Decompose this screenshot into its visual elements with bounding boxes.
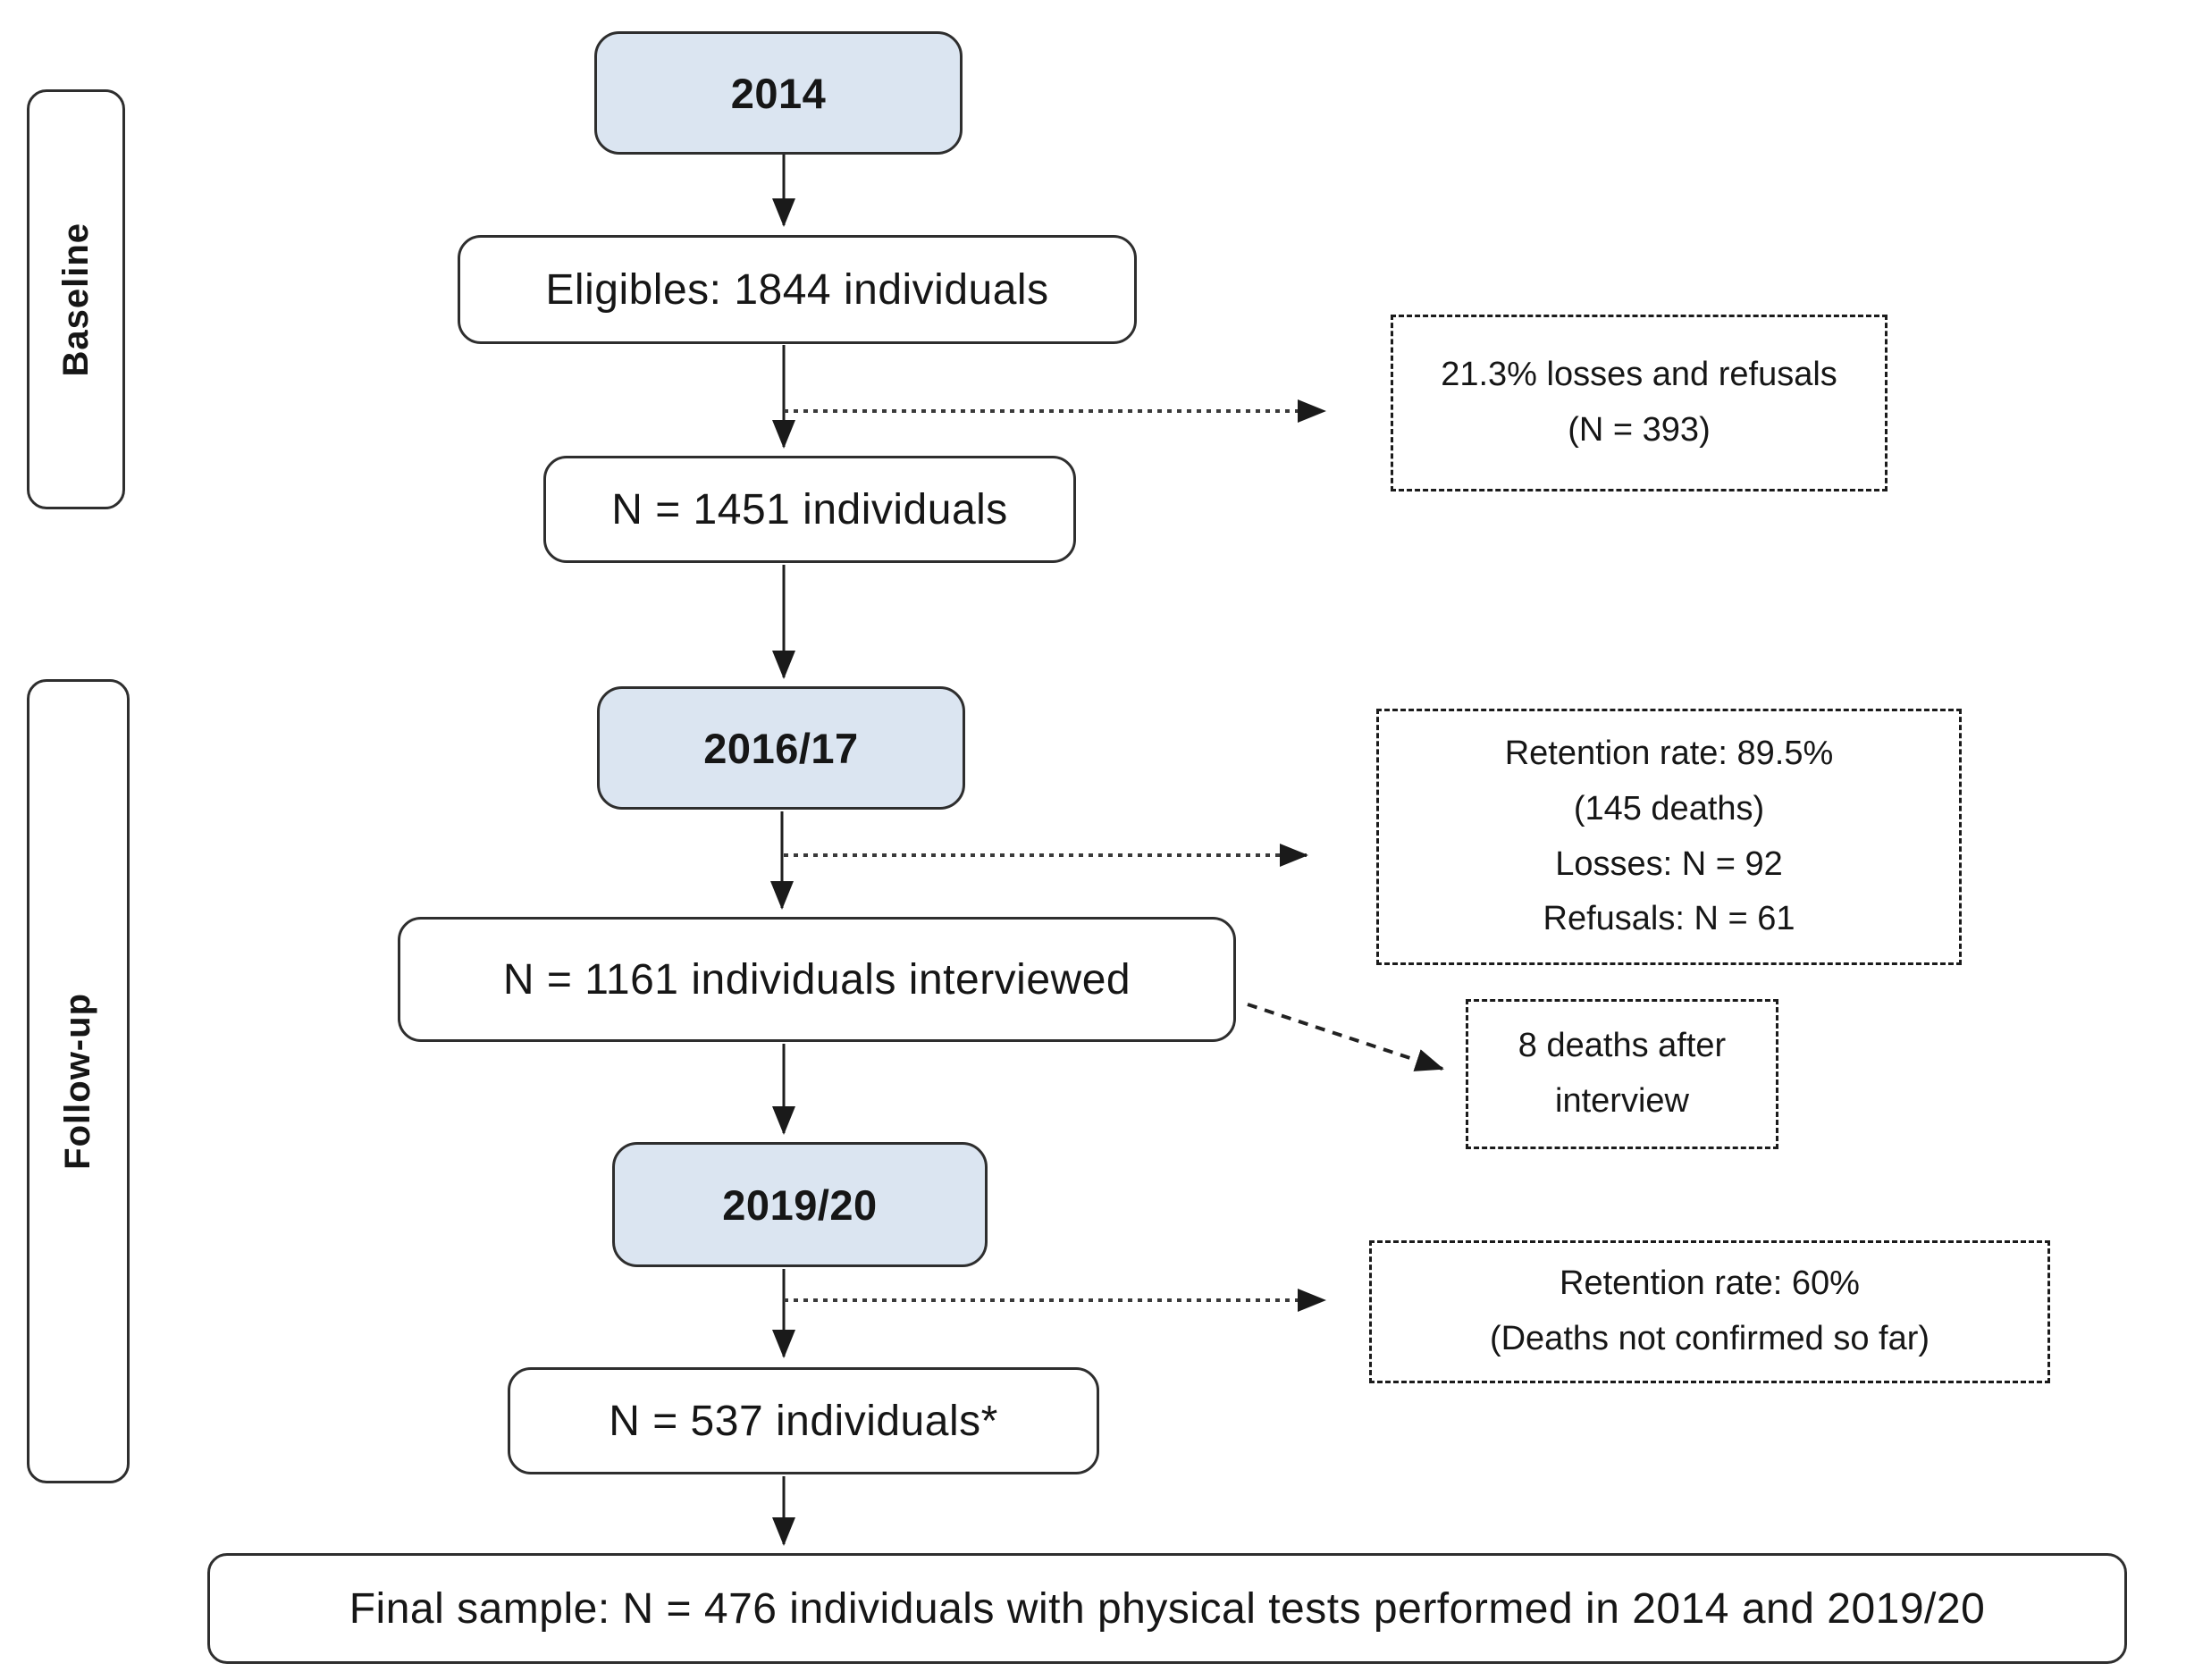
note-line: Retention rate: 60% <box>1560 1264 1860 1303</box>
note-line: 21.3% losses and refusals <box>1441 356 1837 394</box>
n-1451-box: N = 1451 individuals <box>543 456 1076 563</box>
year-2016-17-box: 2016/17 <box>597 686 965 810</box>
deaths-after-interview-note-box: 8 deaths after interview <box>1466 999 1778 1149</box>
baseline-phase-label: Baseline <box>55 222 96 377</box>
n-537-box: N = 537 individuals* <box>508 1367 1099 1474</box>
note-line: 8 deaths after <box>1518 1027 1727 1065</box>
note-line: (N = 393) <box>1568 411 1711 449</box>
note-line: interview <box>1555 1082 1689 1120</box>
year-2019-20-box: 2019/20 <box>612 1142 988 1267</box>
year-2014-box: 2014 <box>594 31 963 155</box>
note-line: (145 deaths) <box>1573 789 1765 827</box>
note-line: (Deaths not confirmed so far) <box>1489 1320 1930 1357</box>
followup-phase-label: Follow-up <box>58 993 97 1170</box>
retention-2016-note-box: Retention rate: 89.5% (145 deaths) Losse… <box>1376 709 1962 965</box>
final-sample-box: Final sample: N = 476 individuals with p… <box>207 1553 2127 1664</box>
n-1161-box: N = 1161 individuals interviewed <box>398 917 1236 1042</box>
note-line: Refusals: N = 61 <box>1543 900 1795 938</box>
losses-2014-note-box: 21.3% losses and refusals (N = 393) <box>1391 315 1888 491</box>
note-line: Losses: N = 92 <box>1555 844 1783 883</box>
followup-phase-rail: Follow-up <box>27 679 130 1483</box>
retention-2019-note-box: Retention rate: 60% (Deaths not confirme… <box>1369 1240 2050 1383</box>
baseline-phase-rail: Baseline <box>27 89 125 509</box>
dashed-arrow-to-deaths-note <box>1247 1003 1444 1071</box>
eligibles-box: Eligibles: 1844 individuals <box>458 235 1137 344</box>
note-line: Retention rate: 89.5% <box>1504 735 1834 773</box>
